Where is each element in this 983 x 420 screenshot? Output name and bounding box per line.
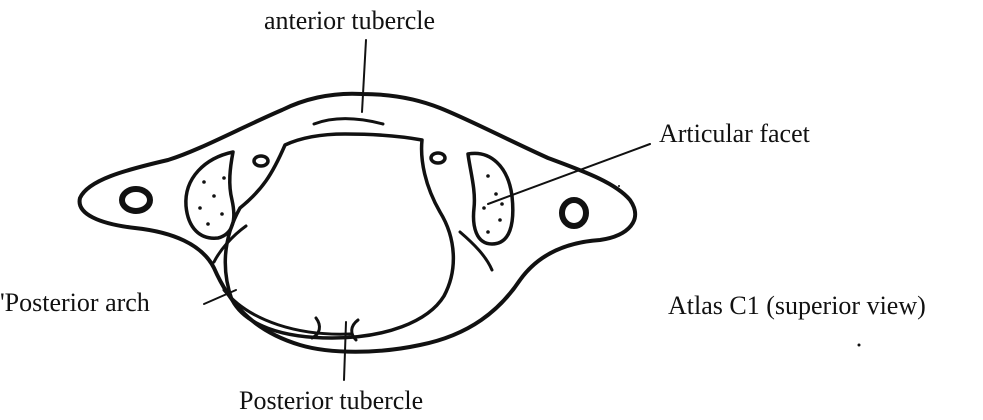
anterior-tubercle-label: anterior tubercle bbox=[264, 6, 435, 36]
diagram-caption: Atlas C1 (superior view) bbox=[668, 291, 926, 321]
speck bbox=[618, 185, 620, 187]
speck bbox=[858, 344, 861, 347]
posterior-tubercle-left-mark bbox=[312, 318, 319, 338]
right-small-foramen bbox=[431, 153, 445, 163]
left-facet-dots bbox=[198, 176, 226, 226]
posterior-tubercle-label: Posterior tubercle bbox=[239, 386, 423, 416]
anterior-tubercle-line bbox=[314, 119, 383, 124]
right-facet-dots bbox=[482, 174, 504, 234]
left-transverse-foramen bbox=[122, 189, 150, 211]
left-articular-facet bbox=[186, 152, 234, 238]
anterior-tubercle-leader bbox=[362, 40, 366, 112]
right-inner-curve bbox=[460, 232, 492, 270]
left-small-foramen bbox=[254, 156, 268, 166]
posterior-tubercle-leader bbox=[344, 322, 346, 380]
posterior-arch-label: 'Posterior arch bbox=[0, 288, 150, 318]
right-transverse-foramen bbox=[562, 200, 586, 226]
right-articular-facet bbox=[468, 153, 513, 244]
articular-facet-label: Articular facet bbox=[659, 119, 810, 149]
